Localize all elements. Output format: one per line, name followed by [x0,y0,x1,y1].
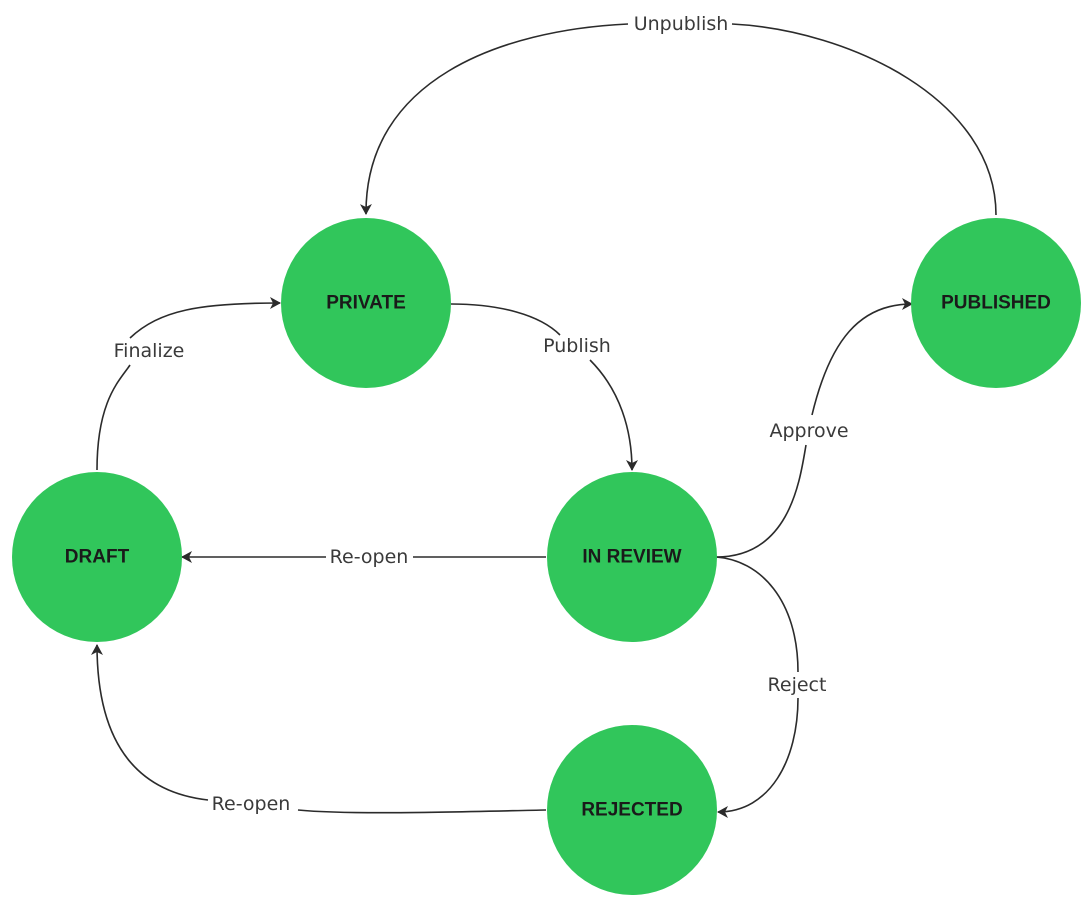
node-private-label: PRIVATE [326,293,406,314]
edge-reject [716,556,799,812]
node-private[interactable]: PRIVATE [281,218,451,388]
edge-label-unpublish: Unpublish [634,13,729,35]
edge-approve [715,304,912,558]
edge-unpublish [366,23,997,215]
edge-label-reopen-review: Re-open [330,546,409,568]
node-rejected[interactable]: REJECTED [547,725,717,895]
node-in-review-label: IN REVIEW [582,547,681,568]
node-draft-label: DRAFT [65,547,130,568]
node-published-label: PUBLISHED [941,293,1051,314]
edge-label-reject: Reject [768,674,827,696]
edge-label-reopen-rejected: Re-open [212,793,291,815]
edge-publish [450,303,632,470]
edge-label-finalize: Finalize [114,340,185,362]
node-rejected-label: REJECTED [581,800,682,821]
edge-label-publish: Publish [543,335,611,357]
edge-reopen-rejected [97,645,547,814]
node-in-review[interactable]: IN REVIEW [547,472,717,642]
edge-finalize [96,303,280,471]
node-published[interactable]: PUBLISHED [911,218,1081,388]
edge-label-approve: Approve [769,420,848,442]
node-draft[interactable]: DRAFT [12,472,182,642]
